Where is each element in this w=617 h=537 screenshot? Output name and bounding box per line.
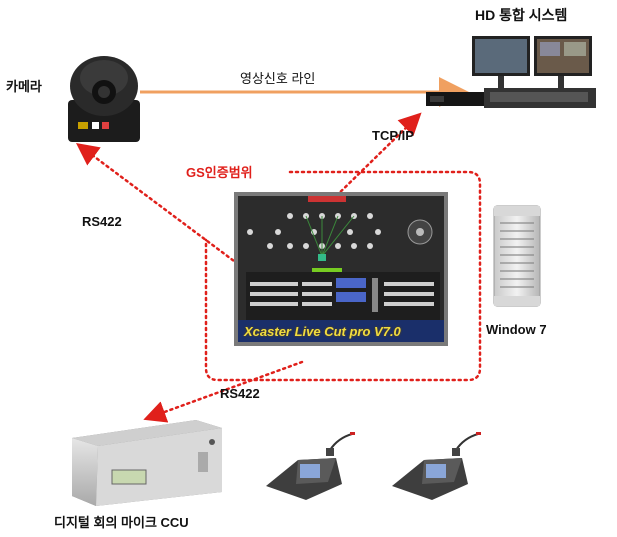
tcpip-label: TCP/IP (372, 128, 414, 143)
conference-microphone-2-image (392, 432, 481, 500)
gs-scope-label: GS인증범위 (186, 165, 253, 180)
mic-ccu-label: 디지털 회의 마이크 CCU (54, 515, 189, 530)
signal-line-label: 영상신호 라인 (240, 71, 316, 86)
gs-scope-boundary (204, 170, 482, 382)
conference-microphone-1-image (266, 432, 355, 500)
camera-label: 카메라 (6, 79, 42, 94)
rs422-top-label: RS422 (82, 214, 122, 229)
tcpip-link (326, 112, 422, 206)
microphone-ccu-image (72, 420, 222, 506)
hd-system-image (426, 36, 596, 108)
rs422-bottom-label: RS422 (220, 386, 260, 401)
xcaster-software-screenshot (234, 192, 448, 346)
mac-pro-tower-image (493, 205, 541, 307)
ptz-camera-image (68, 56, 140, 142)
window7-label: Window 7 (486, 322, 547, 337)
software-caption: Xcaster Live Cut pro V7.0 (244, 324, 401, 339)
rs422-camera-link (75, 143, 240, 266)
hd-system-label: HD 통합 시스템 (475, 7, 568, 23)
